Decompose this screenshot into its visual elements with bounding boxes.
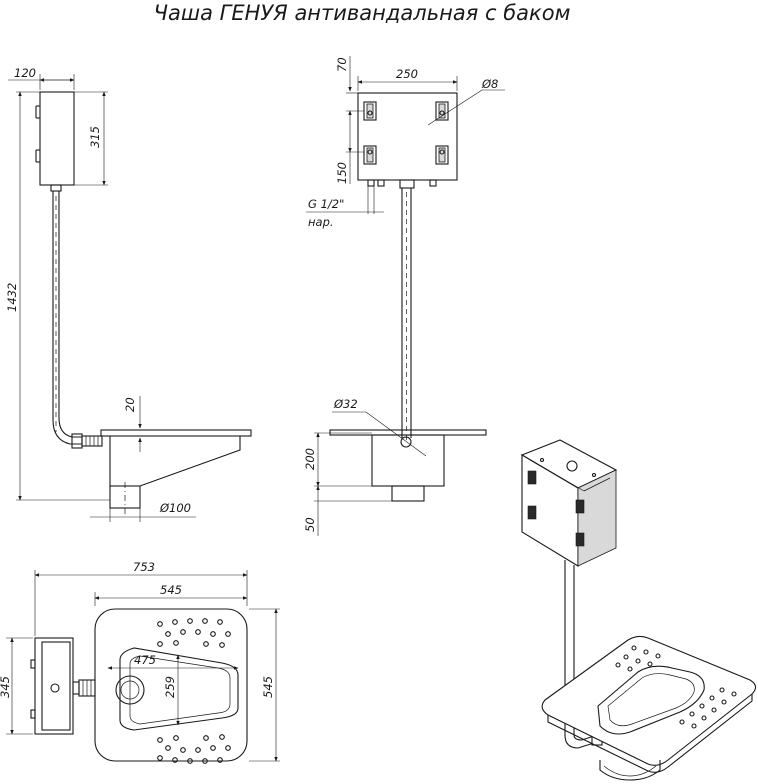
dim-1432: 1432 [5,283,19,312]
dim-thread-note: нар. [308,215,334,229]
iso-bowl-opening [597,665,705,735]
dim-d100: Ø100 [159,501,191,515]
dim-315: 315 [88,126,102,148]
dim-d32: Ø32 [333,397,358,411]
top-bowl-plate [94,608,248,762]
side-pipe [52,191,82,445]
iso-drain-holes [615,645,737,729]
drawing-title: Чаша ГЕНУЯ антивандальная с баком [154,1,571,25]
side-view: 120 315 1432 20 Ø100 [5,66,252,522]
dim-475: 475 [134,653,156,667]
drain-holes-bottom [157,734,231,764]
top-view: 753 545 545 345 475 259 [0,560,280,764]
dim-70: 70 [335,57,349,72]
drain-holes-top [157,618,231,648]
isometric-view [520,439,757,781]
dim-d8: Ø8 [481,77,498,91]
top-tank [34,637,74,735]
front-bowl-plate [329,429,487,436]
side-bowl-plate [100,429,252,437]
dim-345: 345 [0,676,12,698]
dim-150: 150 [335,162,349,184]
dim-753: 753 [133,560,155,574]
dim-thread: G 1/2" [308,197,344,211]
dim-20: 20 [123,397,137,412]
dim-250: 250 [396,67,418,81]
dim-545-side: 545 [261,676,275,698]
dim-259: 259 [163,676,177,698]
dim-545-top: 545 [160,583,182,597]
dim-120: 120 [14,66,36,80]
top-bowl-opening [119,647,239,731]
side-bowl-body [109,436,241,487]
dim-50: 50 [303,517,317,532]
dim-200: 200 [303,448,317,470]
front-view: 250 Ø8 70 150 G 1/2" нар. Ø32 200 50 [303,56,505,536]
side-tank [39,91,75,186]
